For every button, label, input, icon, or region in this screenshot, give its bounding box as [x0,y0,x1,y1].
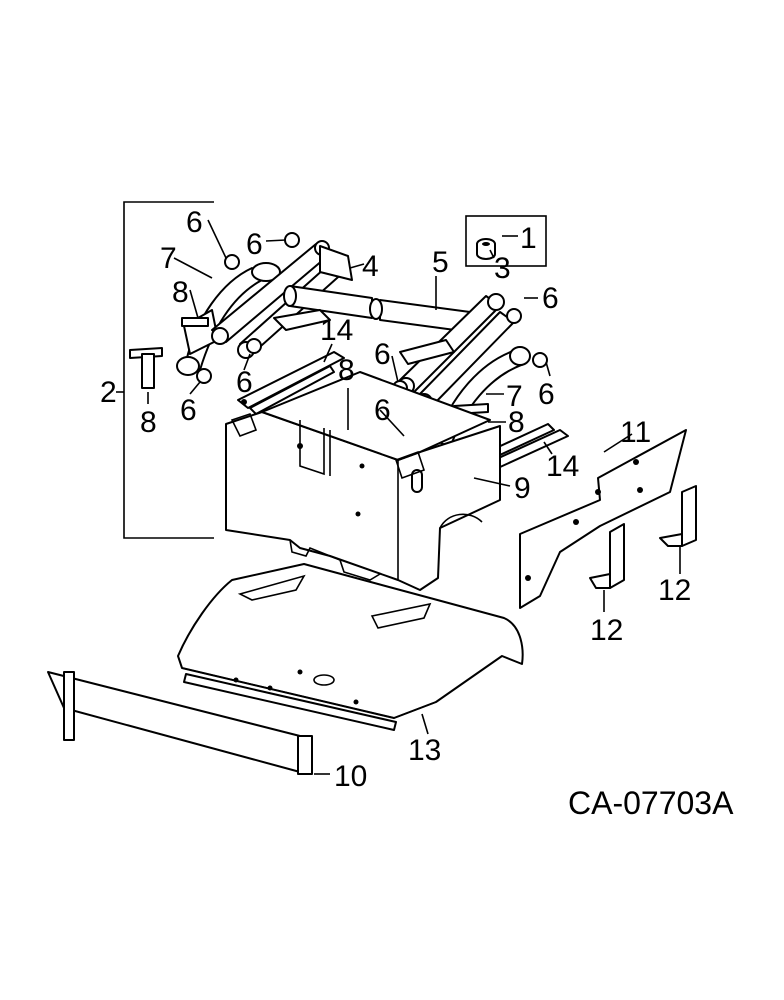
callout-6: 6 [236,366,253,399]
callout-12: 12 [658,574,691,607]
callout-6: 6 [186,206,203,239]
right-lift-arms [397,293,515,411]
rockshaft-tube [283,285,471,333]
callout-5: 5 [432,246,449,279]
callout-6: 6 [538,378,555,411]
callout-6: 6 [374,394,391,427]
front-plate [47,671,313,775]
callout-12: 12 [590,614,623,647]
callout-10: 10 [334,760,367,793]
angle-brackets [589,485,697,589]
lower-shield [177,563,524,731]
callout-14: 14 [320,314,353,347]
callout-3: 3 [494,252,511,285]
callout-11: 11 [620,416,651,449]
left-lower-bracket [273,309,331,331]
callout-8: 8 [172,276,189,309]
callout-8: 8 [338,354,355,387]
left-shaft-bracket [319,245,353,281]
callout-13: 13 [408,734,441,767]
left-arc-sector [176,262,281,376]
callout-7: 7 [506,380,523,413]
callout-6: 6 [180,394,197,427]
bushing-inset-box [465,215,547,267]
callout-2: 2 [100,376,117,409]
drawing-id: CA-07703A [568,785,734,821]
callout-6: 6 [374,338,391,371]
callout-9: 9 [514,472,531,505]
main-frame [225,371,501,591]
callout-labels: 1 2 3 4 5 6 6 6 6 6 6 6 6 7 7 8 8 8 8 9 … [100,206,691,793]
callout-8: 8 [140,406,157,439]
leader-lines [147,219,681,775]
side-panel [519,429,687,609]
callout-6: 6 [246,228,263,261]
callout-14: 14 [546,450,579,483]
group-bracket [116,201,214,539]
callout-7: 7 [160,242,177,275]
callout-6: 6 [542,282,559,315]
callout-1: 1 [520,222,537,255]
callout-4: 4 [362,250,379,283]
callout-8: 8 [508,406,525,439]
